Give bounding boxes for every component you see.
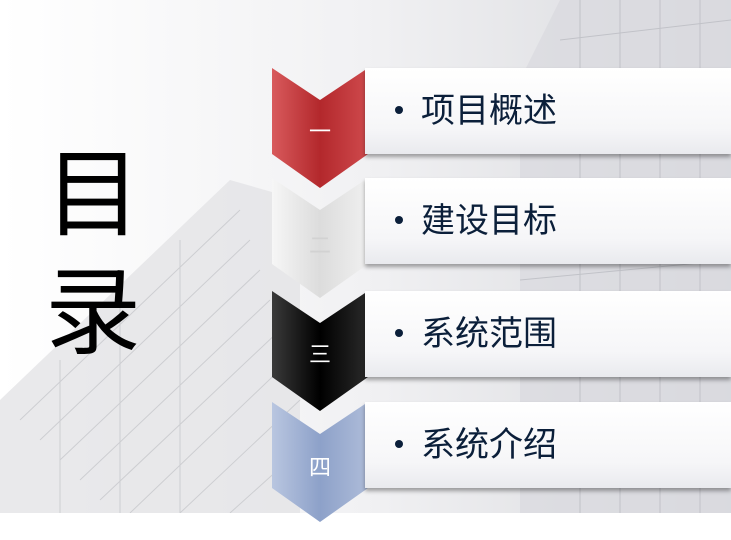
bullet-icon (395, 439, 403, 448)
toc-item-3[interactable]: 三 系统范围 (0, 291, 731, 411)
toc-item-2[interactable]: 二 建设目标 (0, 178, 731, 298)
toc-label-4: 系统介绍 (421, 425, 557, 465)
toc-label-3: 系统范围 (421, 314, 557, 354)
chevron-marker-2 (272, 178, 368, 298)
toc-banner-2: 建设目标 (365, 178, 731, 264)
toc-number-1: 一 (308, 120, 331, 145)
toc-number-3: 三 (308, 343, 331, 368)
chevron-marker-1 (272, 68, 368, 188)
toc-label-1: 项目概述 (421, 91, 557, 131)
toc-banner-1: 项目概述 (365, 68, 731, 154)
page-title-line-1: 目 (45, 139, 141, 251)
chevron-marker-3 (272, 291, 368, 411)
chevron-marker-4 (272, 402, 368, 522)
bullet-icon (395, 328, 403, 337)
toc-item-1[interactable]: 一 项目概述 (0, 68, 731, 188)
toc-number-2: 二 (308, 234, 331, 259)
toc-banner-3: 系统范围 (365, 291, 731, 377)
toc-number-4: 四 (308, 456, 331, 481)
bullet-icon (395, 215, 403, 224)
toc-banner-4: 系统介绍 (365, 402, 731, 488)
toc-item-4[interactable]: 四 系统介绍 (0, 402, 731, 522)
toc-label-2: 建设目标 (421, 201, 557, 241)
page-title-line-2: 录 (45, 257, 141, 369)
bullet-icon (395, 105, 403, 114)
